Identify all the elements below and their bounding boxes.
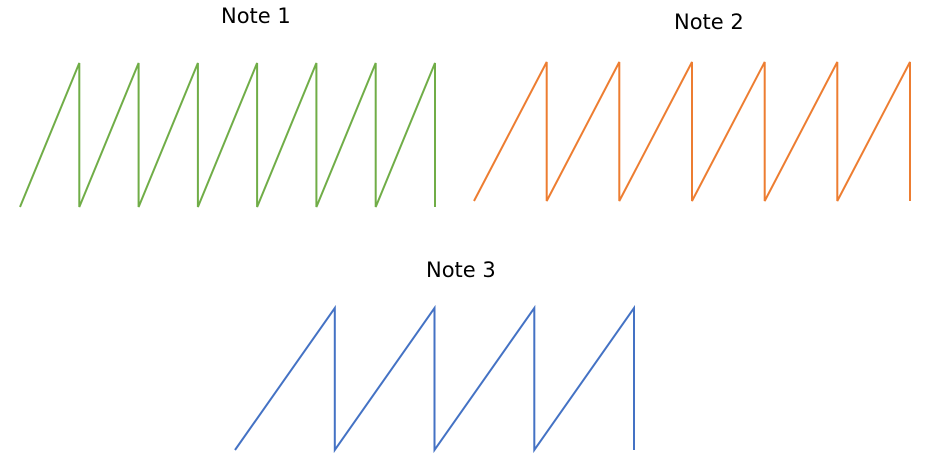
note-1-label: Note 1 <box>221 4 291 28</box>
note-2-label: Note 2 <box>674 10 744 34</box>
note-2-sawtooth-wave <box>473 61 911 202</box>
note-1-sawtooth-wave <box>19 62 436 208</box>
note-3-sawtooth-wave <box>234 304 635 454</box>
note-3-label: Note 3 <box>426 258 496 282</box>
